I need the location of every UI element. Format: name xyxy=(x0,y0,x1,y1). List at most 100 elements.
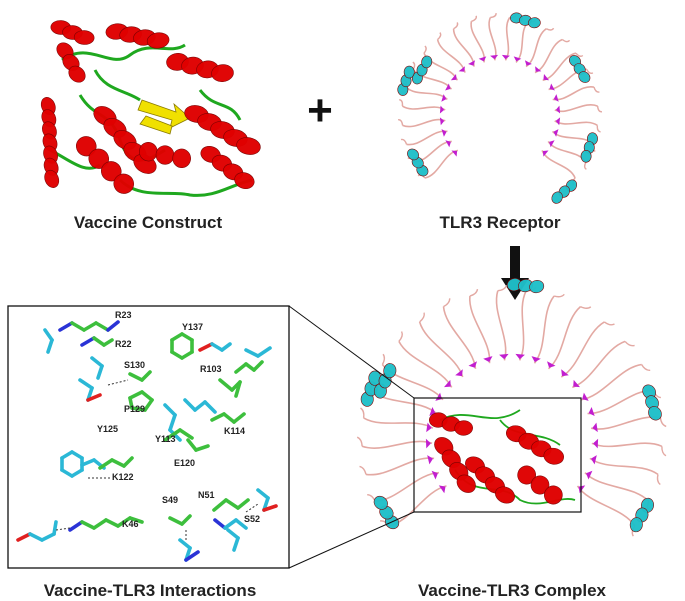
residue-label-y113: Y113 xyxy=(155,434,176,444)
receptor-loop xyxy=(471,15,478,22)
receptor-strand xyxy=(592,422,598,433)
receptor-helix xyxy=(397,65,415,96)
vaccine-helix xyxy=(105,23,170,49)
receptor-repeat xyxy=(518,290,527,361)
stick-cyan-d xyxy=(244,346,272,358)
receptor-repeat xyxy=(572,340,626,389)
receptor-loop xyxy=(359,465,367,475)
stick-S49 xyxy=(168,514,192,526)
receptor-strand xyxy=(549,83,555,91)
receptor-repeat xyxy=(405,86,448,101)
residue-label-r103: R103 xyxy=(200,364,222,374)
receptor-strand xyxy=(553,129,559,137)
residue-label-k114: K114 xyxy=(224,426,245,436)
stick-cyan-e xyxy=(78,378,102,402)
receptor-strand xyxy=(439,117,445,126)
stick-R22 xyxy=(80,336,114,347)
receptor-strand xyxy=(478,56,487,62)
receptor-loop xyxy=(656,474,661,486)
receptor-strand xyxy=(444,379,451,388)
receptor-helix xyxy=(580,132,598,163)
receptor-strand xyxy=(468,361,477,368)
hydrogen-bond xyxy=(245,503,259,513)
receptor-loop xyxy=(398,118,404,126)
receptor-helix xyxy=(629,497,654,533)
receptor-strand xyxy=(431,470,438,480)
receptor-repeat xyxy=(525,28,547,68)
stick-K114 xyxy=(210,412,246,424)
receptor-repeat xyxy=(488,17,497,61)
complex-label: Vaccine-TLR3 Complex xyxy=(418,581,607,600)
receptor-loop xyxy=(398,331,403,342)
receptor-loop xyxy=(659,417,667,428)
receptor-loop xyxy=(490,13,497,19)
stick-Y137 xyxy=(170,332,194,360)
receptor-helix xyxy=(411,55,433,85)
receptor-repeat xyxy=(365,457,435,476)
residue-label-e120: E120 xyxy=(174,458,195,468)
residue-label-y137: Y137 xyxy=(182,322,203,332)
receptor-repeat xyxy=(584,472,650,502)
receptor-strand xyxy=(451,150,458,157)
receptor-loop xyxy=(400,138,408,145)
zoom-line-top xyxy=(288,305,415,399)
receptor-loop xyxy=(360,407,365,419)
receptor-repeat xyxy=(589,457,659,476)
receptor-strand xyxy=(439,105,445,114)
vaccine-helix xyxy=(40,97,60,188)
receptor-loop xyxy=(624,340,635,347)
receptor-repeat xyxy=(418,321,464,378)
receptor-loop xyxy=(593,86,600,93)
vaccine-helix xyxy=(200,146,255,189)
interaction-sticks xyxy=(16,320,278,562)
receptor-strand xyxy=(573,379,580,388)
receptor-repeat xyxy=(375,471,440,503)
stick-R23 xyxy=(58,320,120,332)
receptor-loop xyxy=(437,32,442,41)
receptor-strand xyxy=(426,422,432,433)
receptor-repeat xyxy=(560,321,605,378)
stick-cyan-a xyxy=(43,328,54,354)
receptor-loop xyxy=(443,298,451,308)
residue-label-s49: S49 xyxy=(162,495,178,505)
receptor-strand xyxy=(427,455,433,465)
stick-cyan-g xyxy=(183,398,217,414)
receptor-strand xyxy=(501,54,510,60)
receptor-repeat xyxy=(576,485,636,527)
receptor-strand xyxy=(515,353,525,360)
residue-label-p129: P129 xyxy=(124,404,145,414)
receptor-loop xyxy=(561,38,571,43)
complex-vaccine-helix xyxy=(506,425,564,465)
receptor-strand xyxy=(555,105,561,114)
hydrogen-bond xyxy=(107,379,129,386)
receptor-strand xyxy=(458,66,465,72)
receptor-strand xyxy=(543,74,550,81)
receptor-loop xyxy=(399,99,404,107)
receptor-strand xyxy=(531,356,541,363)
receptor-repeat xyxy=(363,417,434,429)
receptor-helix xyxy=(510,12,541,29)
receptor-strand xyxy=(483,356,493,363)
receptor-repeat xyxy=(552,86,595,101)
receptor-strand xyxy=(591,455,597,465)
receptor-strand xyxy=(582,392,589,401)
vaccine-helix xyxy=(56,42,86,83)
plus-sign: + xyxy=(307,86,333,135)
receptor-repeat xyxy=(398,341,453,388)
residue-label-y125: Y125 xyxy=(97,424,118,434)
receptor-strand xyxy=(468,60,476,66)
receptor-loop xyxy=(412,61,416,70)
stick-R103 xyxy=(234,360,264,374)
receptor-loop xyxy=(596,125,601,133)
stick-K46 xyxy=(68,516,144,532)
residue-label-s52: S52 xyxy=(244,514,260,524)
receptor-repeat xyxy=(547,305,582,370)
receptor-repeat xyxy=(591,442,663,448)
receptor-repeat xyxy=(533,295,555,364)
vaccine-construct-label: Vaccine Construct xyxy=(74,213,223,232)
receptor-helix xyxy=(569,55,591,83)
complex-vaccine-helix xyxy=(517,465,563,505)
stick-cyan-j xyxy=(213,518,248,530)
